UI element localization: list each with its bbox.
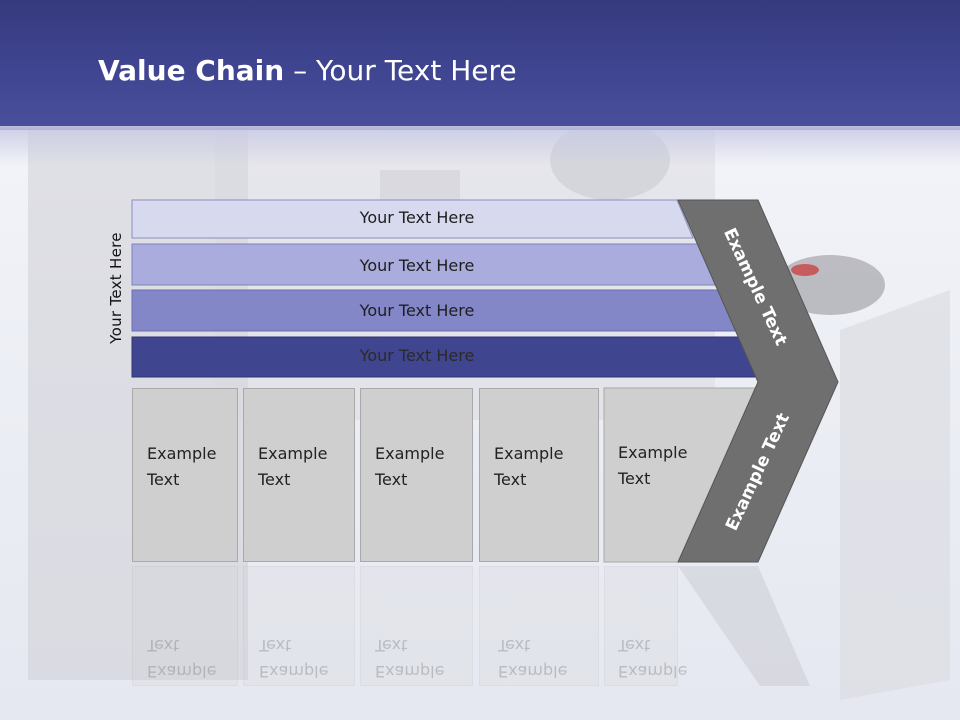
box-1-line1: Example [147,444,217,463]
title-bold: Value Chain [98,54,285,87]
row-label-1: Your Text Here [359,208,475,227]
box-5-refl-line1: Example [618,662,688,681]
row-label-4: Your Text Here [359,346,475,365]
header-band [0,0,960,130]
box-3-refl-line1: Example [375,662,445,681]
box-3-line2: Text [375,470,408,489]
box-3-reflection-text: Example Text [375,632,475,684]
row-label-3: Your Text Here [359,301,475,320]
box-reflection-4 [479,566,599,686]
box-2-refl-line1: Example [259,662,329,681]
box-reflection-5 [604,566,678,686]
row-bar-1 [131,199,694,239]
chevron-reflection [678,566,810,686]
box-2-refl-line2: Text [259,636,292,655]
box-2-line2: Text [258,470,291,489]
row-label-2: Your Text Here [359,256,475,275]
box-2-reflection-text: Example Text [259,632,359,684]
title-rest: – Your Text Here [284,54,517,87]
box-1-refl-line2: Text [147,636,180,655]
slide-title: Value Chain – Your Text Here [98,54,517,87]
box-2-line1: Example [258,444,328,463]
box-reflection-1 [132,566,238,686]
header-fade [0,126,960,166]
box-5-refl-line2: Text [618,636,651,655]
box-5-line1: Example [618,443,688,462]
box-4-line1: Example [494,444,564,463]
box-4-refl-line1: Example [498,662,568,681]
box-3-refl-line2: Text [375,636,408,655]
box-4-reflection-text: Example Text [498,632,598,684]
box-reflection-3 [360,566,473,686]
box-5-reflection-text: Example Text [618,632,718,684]
box-3-line1: Example [375,444,445,463]
box-5-line2: Text [618,469,651,488]
box-4-line2: Text [494,470,527,489]
box-reflection-2 [243,566,355,686]
box-1-reflection-text: Example Text [147,632,247,684]
chevron-shape [677,199,839,563]
box-1-line2: Text [147,470,180,489]
box-1-refl-line1: Example [147,662,217,681]
box-4-refl-line2: Text [498,636,531,655]
